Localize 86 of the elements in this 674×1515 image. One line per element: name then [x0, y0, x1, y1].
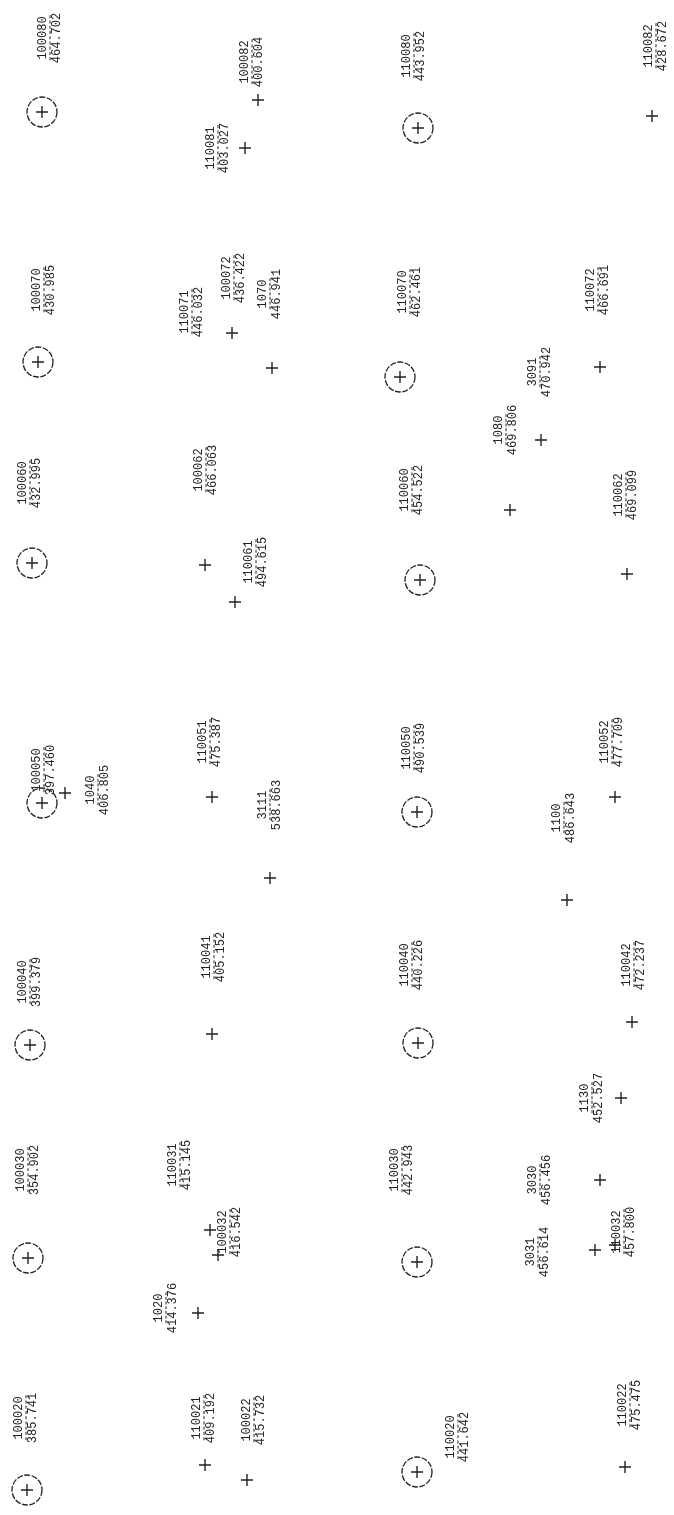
elevation-value: 475.387: [210, 715, 224, 769]
elevation-value: 430.985: [44, 263, 58, 317]
elevation-value: 440.226: [412, 938, 426, 992]
point-number: 110082: [642, 23, 657, 69]
point-number: 110050: [400, 725, 415, 771]
point-number: 110080: [400, 33, 415, 79]
elevation-value: 462.461: [410, 265, 424, 319]
point-number: 100072: [220, 255, 235, 301]
elevation-value: 415.732: [254, 1393, 268, 1447]
elevation-value: 475.475: [630, 1378, 644, 1432]
elevation-value: 416.542: [230, 1205, 244, 1259]
point-number: 100050: [30, 747, 45, 793]
elevation-value: 406.805: [98, 763, 112, 817]
point-number: 3030: [526, 1164, 541, 1196]
point-number: 110031: [166, 1142, 181, 1188]
elevation-value: 452.527: [592, 1071, 606, 1125]
point-number: 100040: [16, 959, 31, 1005]
elevation-value: 432.995: [30, 456, 44, 510]
elevation-value: 403.027: [218, 121, 232, 175]
elevation-value: 354.902: [28, 1143, 42, 1197]
point-number: 1020: [152, 1292, 167, 1324]
point-number: 110021: [190, 1395, 205, 1441]
point-number: 110081: [204, 125, 219, 171]
elevation-value: 469.806: [506, 403, 520, 457]
elevation-value: 472.237: [634, 938, 648, 992]
point-number: 110071: [178, 289, 193, 335]
point-number: 100020: [12, 1395, 27, 1441]
elevation-value: 486.643: [564, 791, 578, 845]
elevation-value: 446.941: [270, 267, 284, 321]
point-number: 110042: [620, 942, 635, 988]
elevation-value: 385.741: [26, 1391, 40, 1445]
elevation-value: 436.422: [234, 251, 248, 305]
point-number: 1130: [578, 1082, 593, 1114]
elevation-value: 466.063: [206, 443, 220, 497]
point-number: 110020: [444, 1414, 459, 1460]
point-number: 100030: [14, 1147, 29, 1193]
point-number: 100062: [192, 447, 207, 493]
point-number: 110060: [398, 467, 413, 513]
point-number: 110041: [200, 934, 215, 980]
point-number: 100060: [16, 460, 31, 506]
elevation-value: 469.099: [626, 468, 640, 522]
elevation-value: 443.952: [414, 29, 428, 83]
elevation-value: 477.709: [612, 715, 626, 769]
elevation-value: 405.152: [214, 930, 228, 984]
point-number: 100070: [30, 267, 45, 313]
elevation-value: 470.942: [540, 345, 554, 399]
elevation-value: 457.800: [624, 1205, 638, 1259]
point-number: 1070: [256, 278, 271, 310]
elevation-value: 494.615: [256, 535, 270, 589]
elevation-value: 414.376: [166, 1281, 180, 1335]
point-number: 3091: [526, 356, 541, 388]
point-number: 1080: [492, 414, 507, 446]
point-number: 3111: [256, 789, 271, 821]
elevation-value: 446.032: [192, 285, 206, 339]
elevation-value: 399.379: [30, 955, 44, 1009]
elevation-value: 538.663: [270, 778, 284, 832]
point-number: 100022: [240, 1397, 255, 1443]
elevation-value: 466.691: [598, 263, 612, 317]
point-number: 110040: [398, 942, 413, 988]
elevation-value: 400.604: [252, 35, 266, 89]
point-number: 110052: [598, 719, 613, 765]
point-number: 1100: [550, 802, 565, 834]
elevation-value: 464.702: [50, 11, 64, 65]
elevation-value: 428.672: [656, 19, 670, 73]
point-number: 100082: [238, 39, 253, 85]
point-number: 3031: [524, 1236, 539, 1268]
elevation-value: 454.522: [412, 463, 426, 517]
elevation-value: 456.614: [538, 1225, 552, 1279]
point-number: 110072: [584, 267, 599, 313]
elevation-value: 415.145: [180, 1138, 194, 1192]
point-number: 110061: [242, 539, 257, 585]
elevation-value: 490.539: [414, 721, 428, 775]
elevation-value: 441.642: [458, 1410, 472, 1464]
elevation-value: 456.456: [540, 1153, 554, 1207]
point-number: 100080: [36, 15, 51, 61]
elevation-value: 442.943: [402, 1143, 416, 1197]
elevation-value: 409.192: [204, 1391, 218, 1445]
point-number: 110022: [616, 1382, 631, 1428]
elevation-value: 397.460: [44, 743, 58, 797]
point-number: 110030: [388, 1147, 403, 1193]
point-number: 110070: [396, 269, 411, 315]
point-number: 110032: [610, 1209, 625, 1255]
point-number: 1040: [84, 774, 99, 806]
point-number: 110051: [196, 719, 211, 765]
point-number: 110062: [612, 472, 627, 518]
point-number: 100032: [216, 1209, 231, 1255]
